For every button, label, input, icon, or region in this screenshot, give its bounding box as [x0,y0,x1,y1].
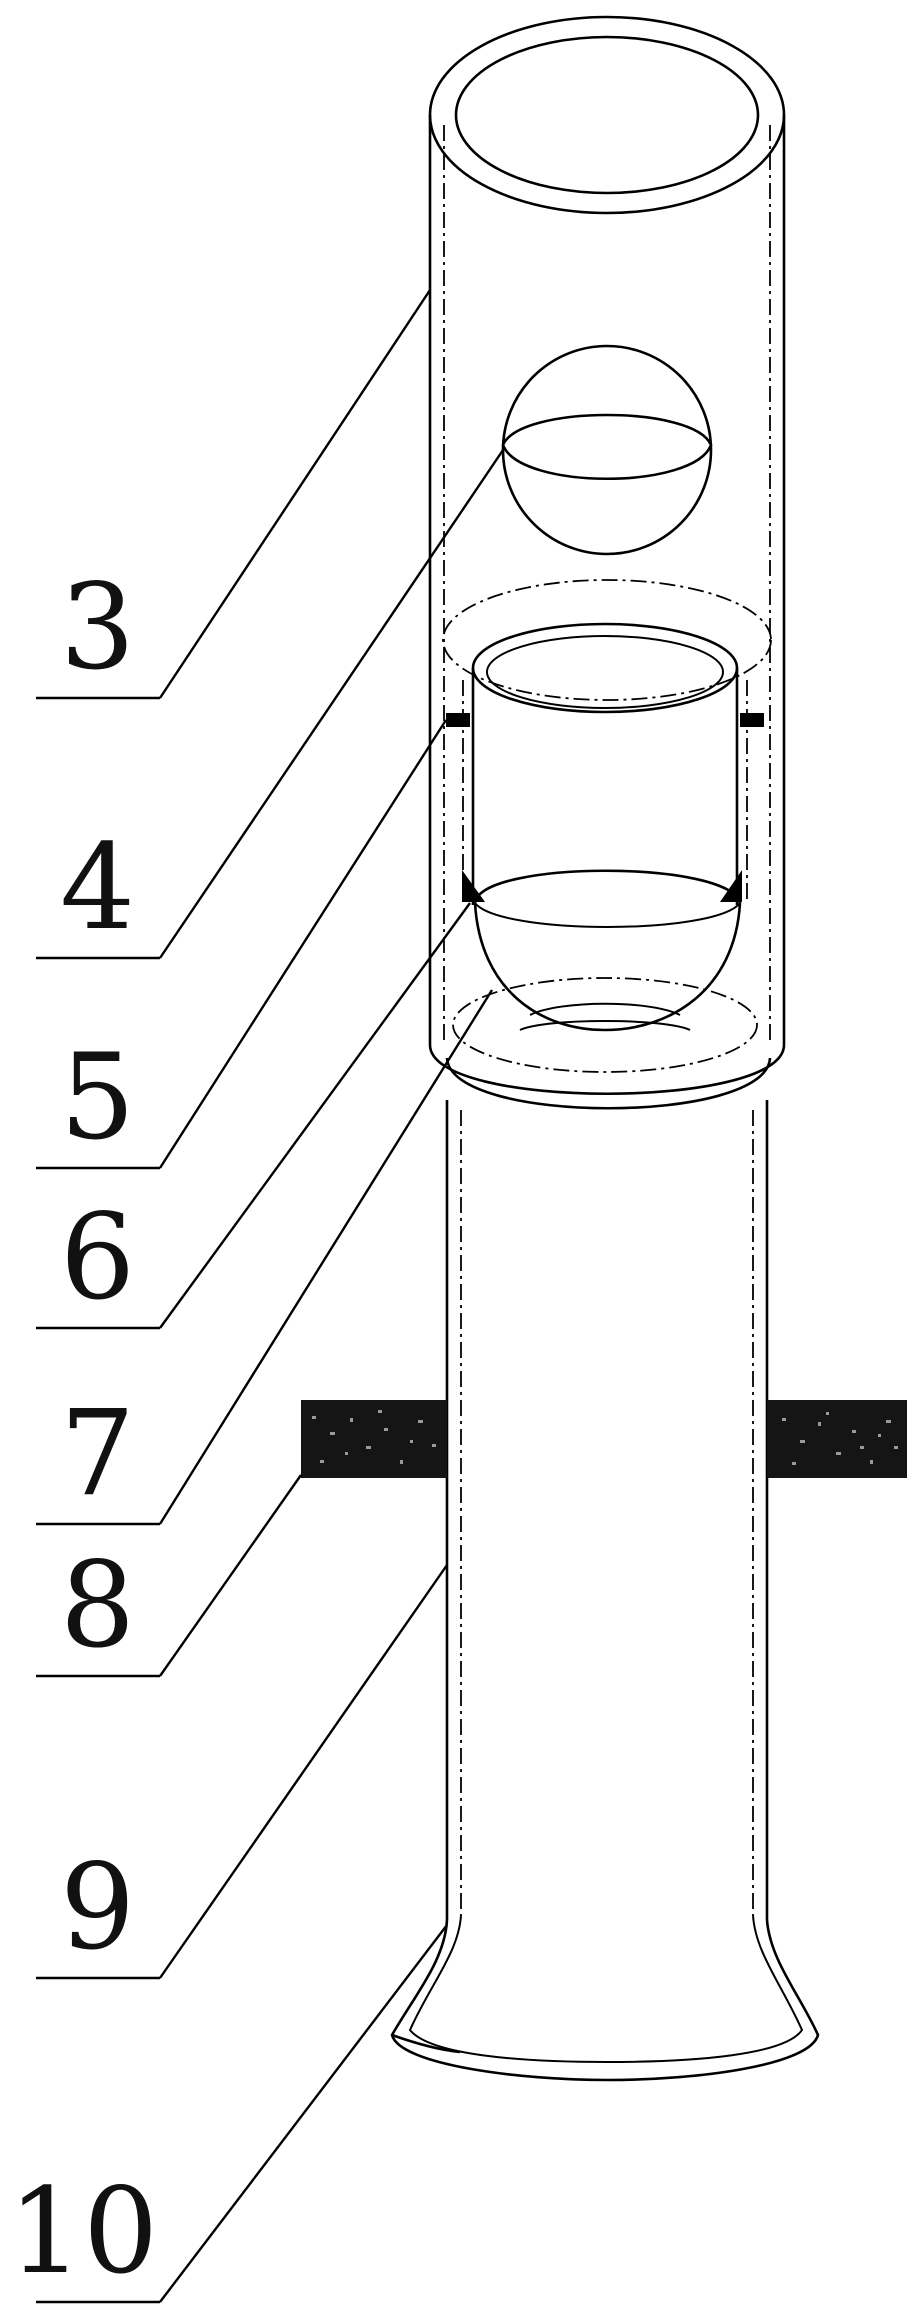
right-clip [720,870,742,902]
right-lug [740,713,764,727]
label-8: 8 [60,1536,135,1674]
label-7: 7 [60,1384,135,1522]
lower-pipe [445,1100,769,1920]
leader-lines [36,289,504,2304]
label-5: 5 [60,1028,135,1166]
flange-band [301,1400,907,1478]
bowl-seat [462,869,742,1032]
label-10: 10 [8,2162,158,2300]
lower-ring [452,977,758,1073]
label-3: 3 [60,558,135,696]
label-4: 4 [60,818,135,956]
ball [501,344,713,556]
label-9: 9 [60,1838,135,1976]
left-lug [446,713,470,727]
inner-sleeve [442,579,772,905]
label-6: 6 [60,1188,135,1326]
labels: 3 4 5 6 7 8 9 10 [8,558,158,2300]
outer-tube [428,15,786,1110]
left-clip [462,870,485,902]
flared-base [390,1914,820,2082]
